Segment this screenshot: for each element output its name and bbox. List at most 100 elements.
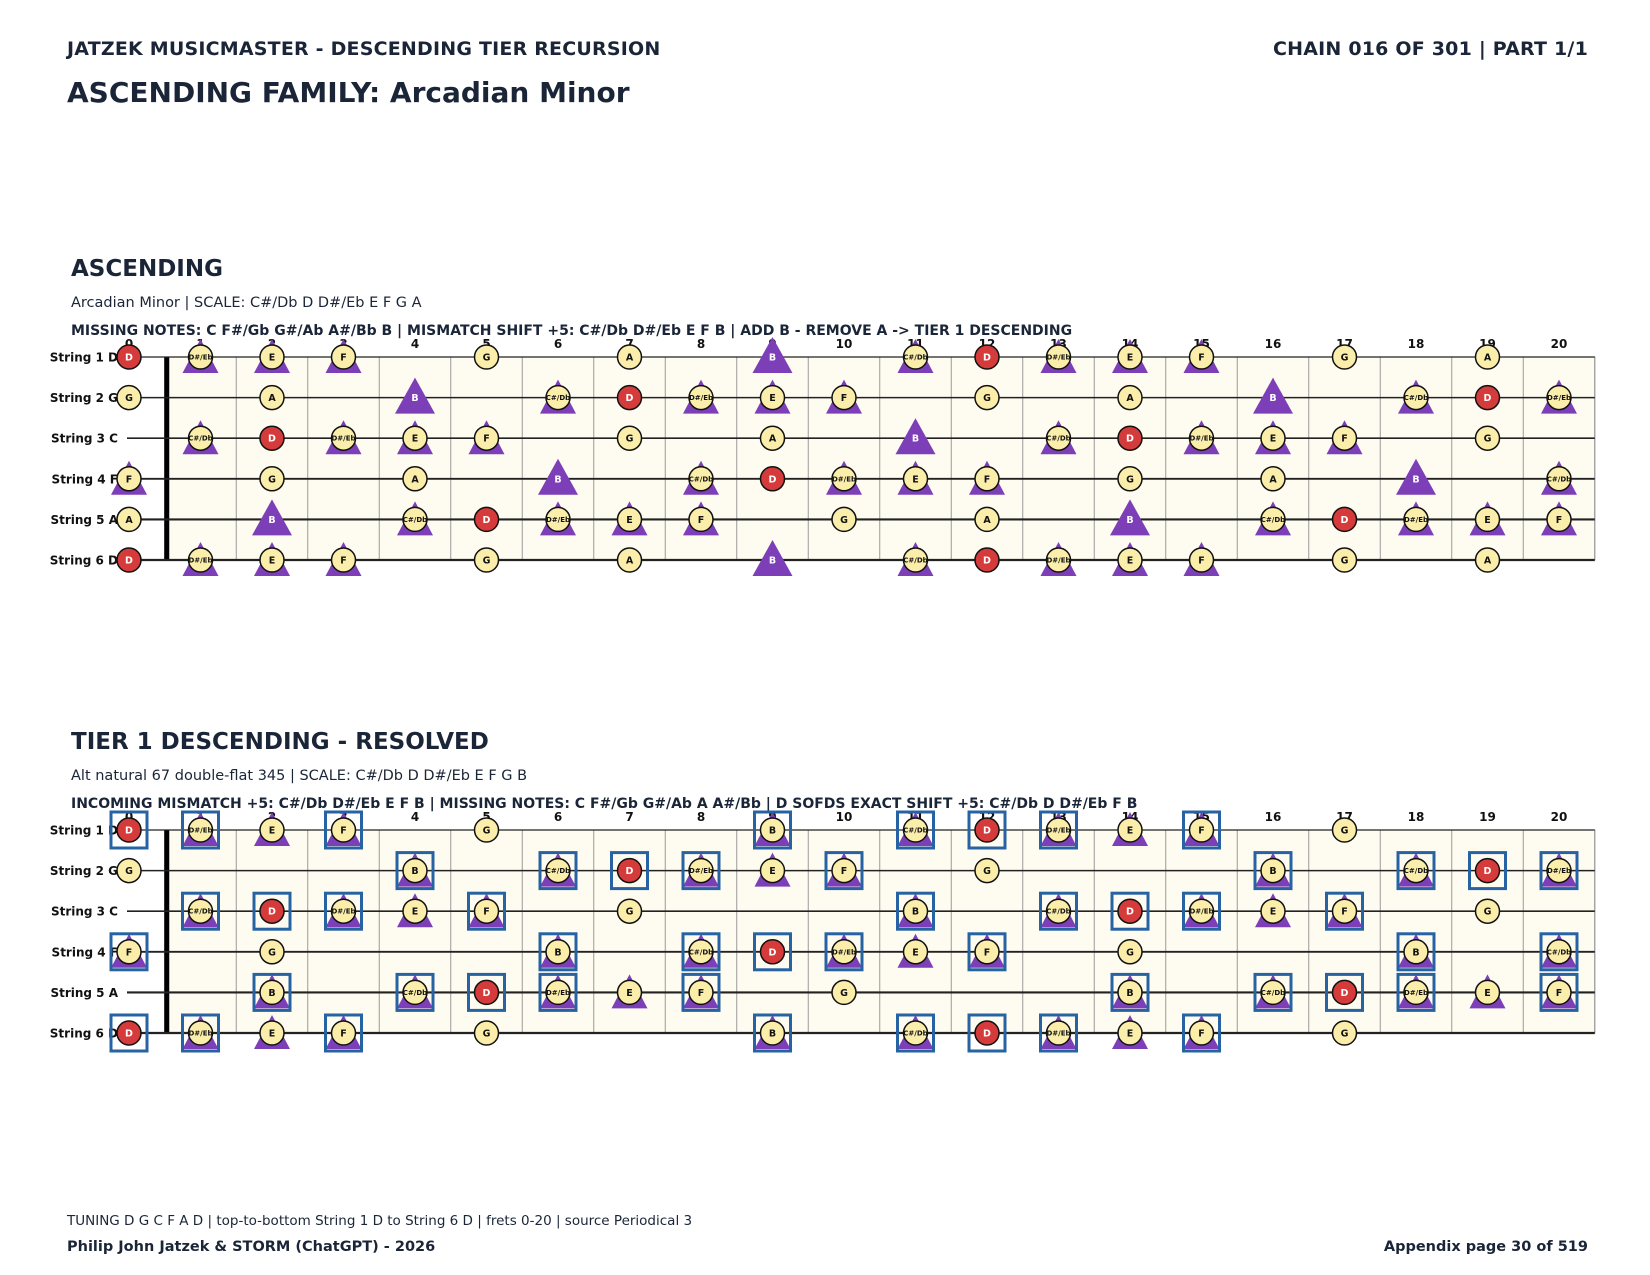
note-marker: B — [1253, 851, 1293, 891]
note-label: C#/Db — [903, 827, 927, 835]
note-marker: D#/Eb — [182, 542, 219, 576]
note-marker: C#/Db — [681, 932, 721, 972]
shift-box — [824, 932, 864, 972]
note-marker: C#/Db — [181, 891, 220, 931]
note-marker: G — [974, 384, 1000, 411]
note-marker: A — [1474, 344, 1501, 370]
shift-box — [1182, 1013, 1221, 1053]
note-marker: D — [252, 891, 292, 931]
note-label: F — [126, 947, 133, 958]
note-label: F — [126, 474, 133, 485]
scale-note-circle — [330, 425, 357, 451]
fret-number: 0 — [125, 337, 133, 351]
footer-page: Appendix page 30 of 519 — [1383, 1239, 1588, 1255]
string-label: String 3 C — [51, 432, 118, 446]
note-marker: B — [1110, 972, 1150, 1012]
scale-note-circle — [688, 466, 714, 492]
scale-note-circle — [1260, 425, 1286, 451]
note-marker: C#/Db — [540, 379, 576, 414]
note-label: D — [1341, 988, 1349, 999]
scale-note-circle — [1188, 344, 1215, 370]
note-marker: A — [616, 344, 643, 370]
note-marker: B — [752, 540, 793, 576]
note-marker: G — [1331, 547, 1358, 573]
note-label: E — [626, 988, 633, 999]
note-marker: F — [824, 851, 864, 891]
note-marker: D#/Eb — [1398, 501, 1434, 536]
note-marker: B — [753, 810, 792, 850]
note-label: F — [1341, 907, 1348, 918]
scale-note-circle — [1474, 425, 1501, 451]
string-label: String 5 A — [50, 986, 118, 1000]
shift-box — [109, 932, 149, 972]
note-label: D#/Eb — [1046, 827, 1070, 835]
note-label: E — [1127, 353, 1134, 364]
scale-note-circle — [1546, 506, 1572, 533]
shift-box — [1182, 810, 1221, 850]
note-marker: F — [1183, 339, 1220, 373]
panel-1-title: ASCENDING — [71, 256, 223, 282]
scale-note-circle — [1260, 466, 1286, 492]
scale-note-circle — [187, 547, 214, 573]
note-marker: E — [1469, 501, 1506, 536]
note-marker: G — [616, 898, 643, 924]
scale-note-circle — [187, 898, 214, 924]
shift-box — [1396, 932, 1436, 972]
note-marker: F — [681, 972, 721, 1012]
scale-note-circle — [259, 384, 285, 411]
note-marker: C#/Db — [1539, 932, 1579, 972]
note-label: E — [769, 866, 776, 877]
note-label: F — [483, 907, 490, 918]
root-note-circle — [116, 344, 142, 370]
note-label: B — [1269, 393, 1276, 404]
scale-note-circle — [402, 425, 428, 451]
panel-2-subtitle: Alt natural 67 double-flat 345 | SCALE: … — [71, 768, 528, 784]
note-label: B — [554, 474, 561, 485]
string-label: String 1 D — [50, 351, 118, 365]
fret-number: 4 — [411, 810, 419, 824]
note-marker: C#/Db — [683, 460, 719, 495]
scale-note-circle — [974, 939, 1000, 965]
note-label: E — [269, 1029, 276, 1040]
note-marker: D — [1474, 384, 1501, 411]
note-label: B — [769, 353, 776, 364]
shift-box — [967, 810, 1007, 850]
string-label: String 6 D — [50, 554, 118, 568]
scale-note-circle — [1474, 506, 1501, 533]
scale-note-circle — [902, 817, 929, 843]
scale-note-circle — [1117, 384, 1143, 411]
note-marker: B — [252, 972, 292, 1012]
scale-note-circle — [759, 817, 786, 843]
note-label: D — [268, 434, 276, 445]
note-marker: G — [116, 857, 142, 884]
note-marker: B — [895, 418, 936, 455]
note-label: B — [554, 947, 561, 958]
note-label: F — [1198, 556, 1205, 567]
fret-number: 20 — [1551, 337, 1568, 351]
note-marker: G — [1474, 898, 1501, 924]
note-marker: D#/Eb — [540, 501, 576, 536]
note-marker: F — [325, 542, 362, 576]
note-marker: E — [1112, 542, 1148, 576]
note-label: F — [483, 434, 490, 445]
root-note-circle — [1117, 425, 1143, 451]
note-label: F — [340, 353, 347, 364]
scale-note-circle — [1117, 466, 1143, 492]
note-label: A — [1484, 353, 1492, 364]
note-marker: B — [753, 1013, 792, 1053]
fret-number: 8 — [697, 337, 705, 351]
note-label: B — [1126, 988, 1133, 999]
scale-note-circle — [902, 547, 929, 573]
note-label: B — [1269, 866, 1276, 877]
note-label: C#/Db — [689, 475, 713, 483]
note-marker: F — [1326, 420, 1363, 455]
note-marker: D — [974, 344, 1000, 370]
note-label: G — [483, 1029, 491, 1040]
note-marker: F — [1182, 1013, 1221, 1053]
fret-number: 18 — [1408, 337, 1425, 351]
note-label: G — [626, 434, 634, 445]
panel-1-info: MISSING NOTES: C F#/Gb G#/Ab A#/Bb B | M… — [71, 323, 1073, 339]
root-note-circle — [259, 898, 285, 924]
note-marker: F — [467, 891, 506, 931]
